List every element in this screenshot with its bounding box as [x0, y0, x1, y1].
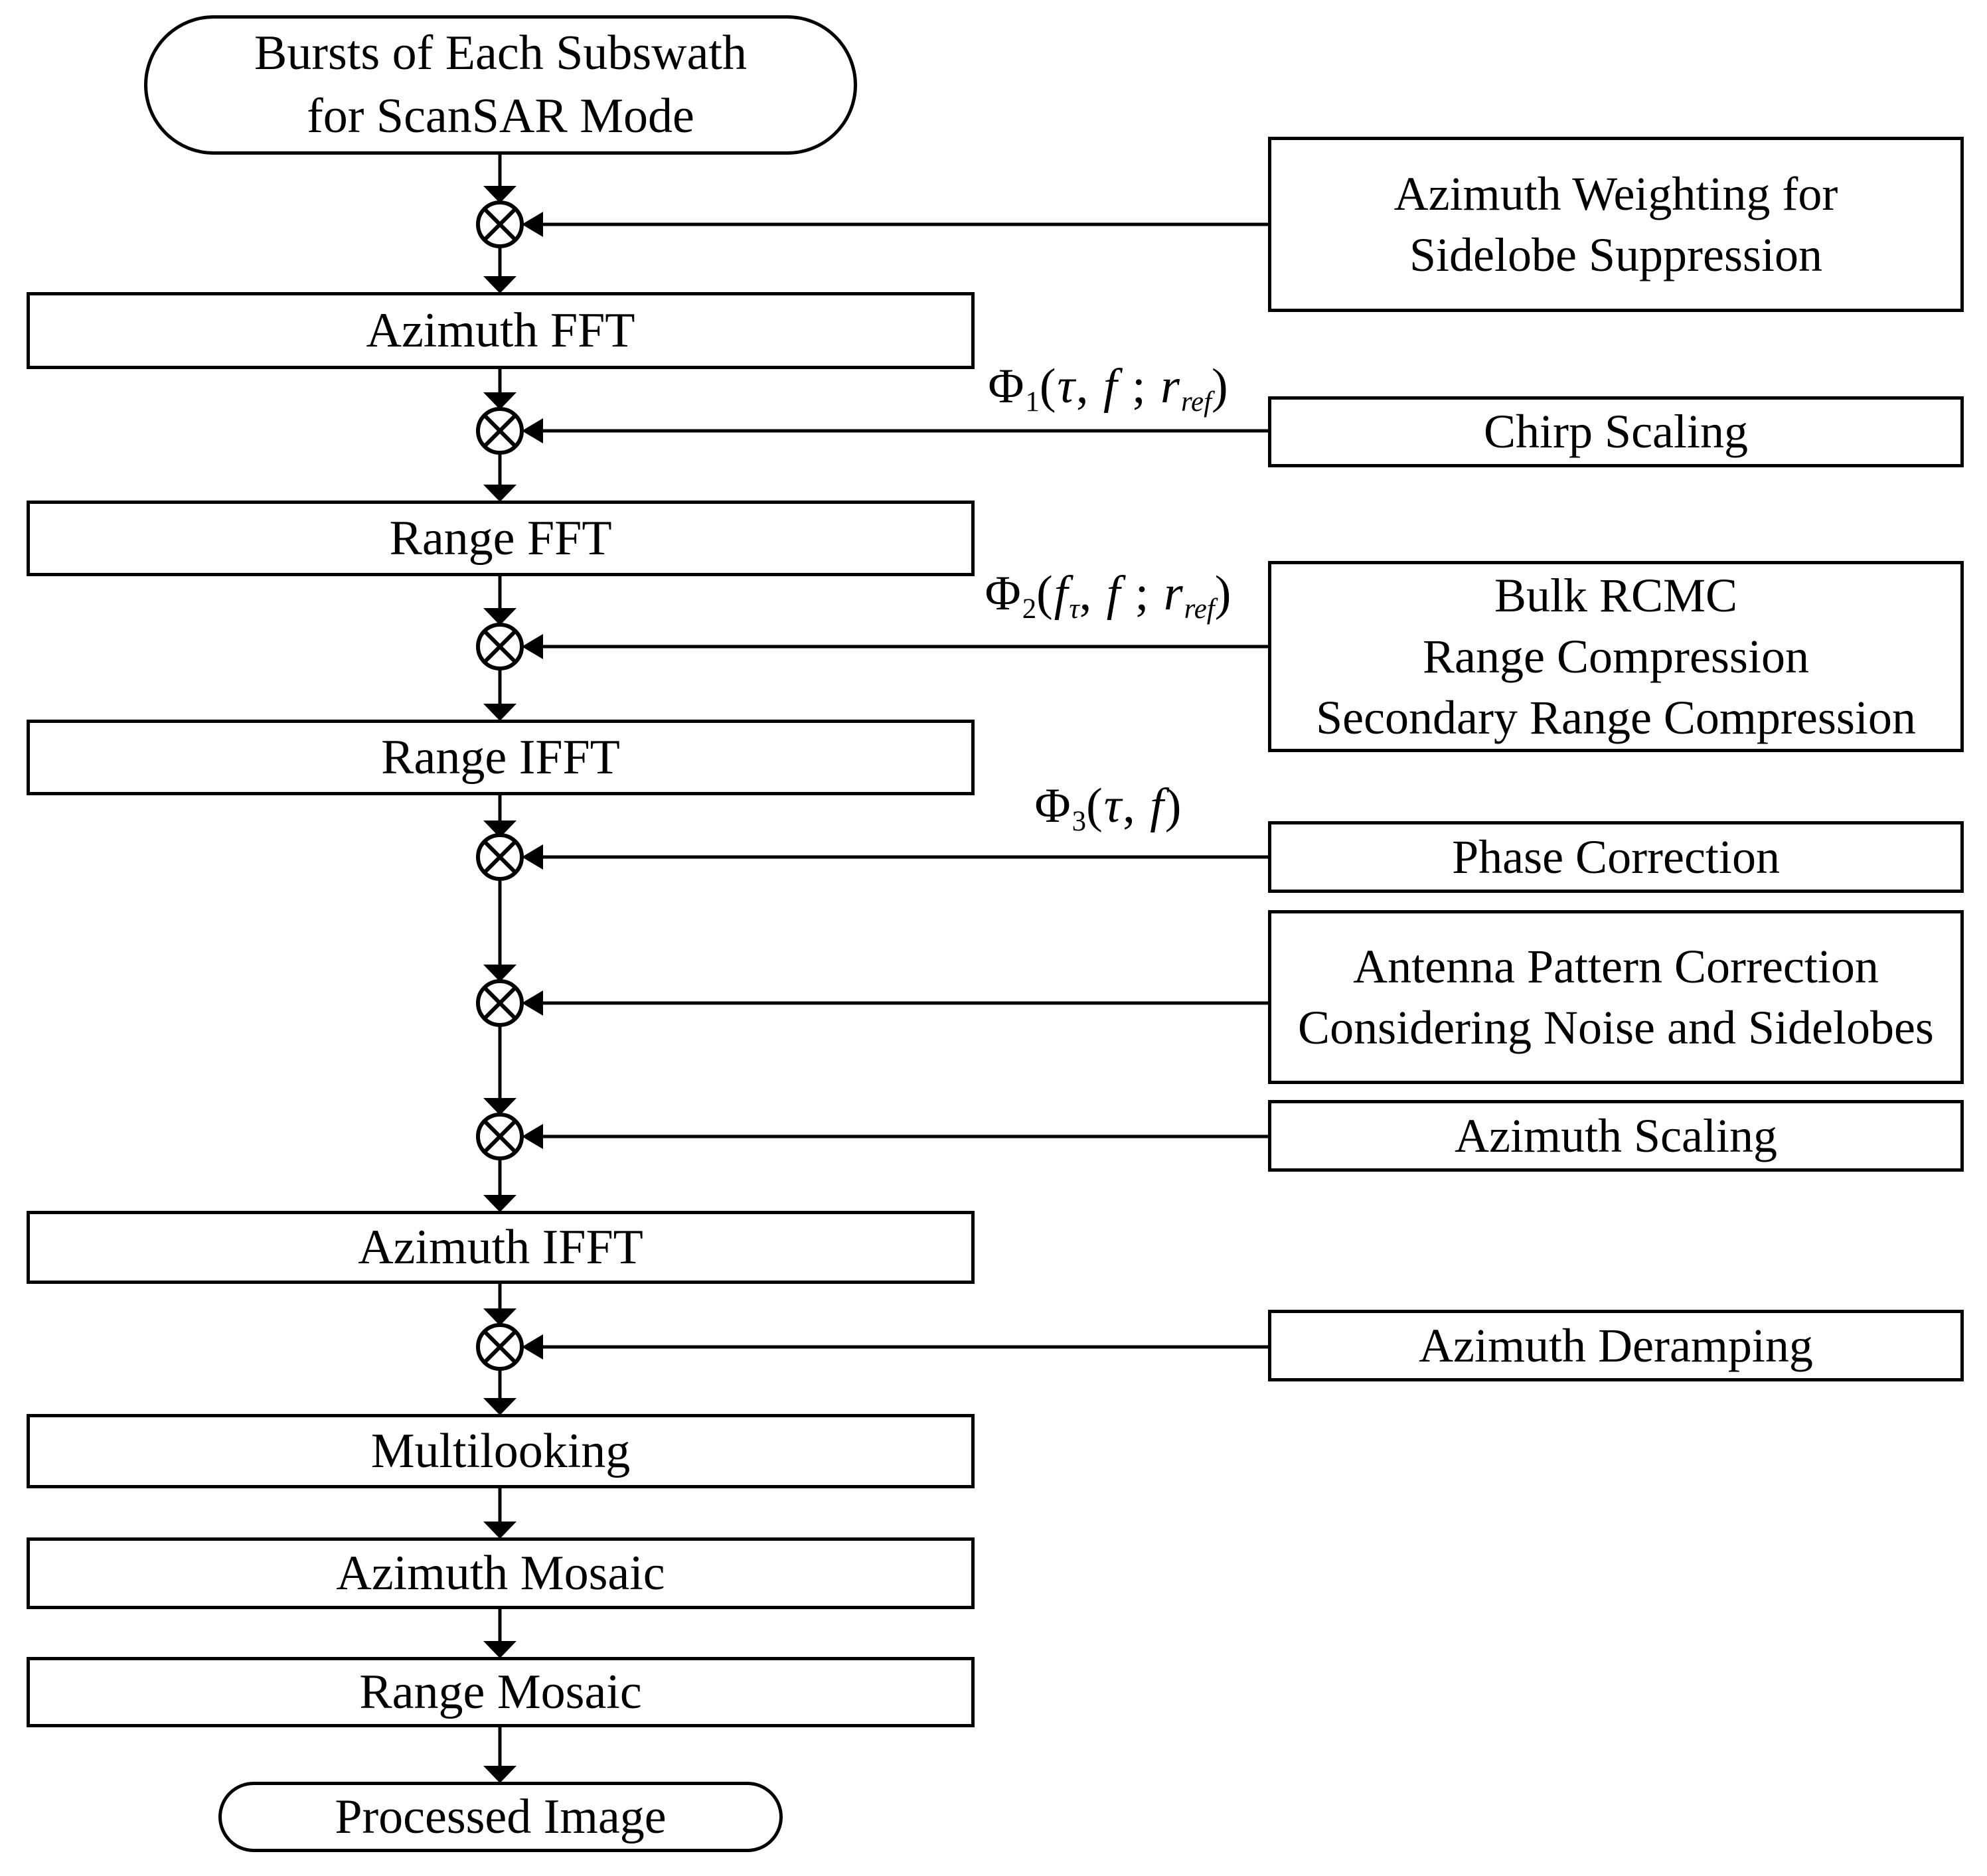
down-arrowhead-icon	[483, 1398, 517, 1415]
multiplier-node-3	[476, 623, 524, 670]
down-arrowhead-icon	[483, 1308, 517, 1326]
multiplier-node-4	[476, 833, 524, 881]
start-terminator: Bursts of Each Subswath for ScanSAR Mode	[144, 15, 857, 155]
input-azimuth-deramping: Azimuth Deramping	[1268, 1310, 1964, 1381]
input-azimuth-scaling: Azimuth Scaling	[1268, 1100, 1964, 1172]
multiplier-cross-icon	[483, 1119, 517, 1154]
down-arrowhead-icon	[483, 965, 517, 982]
multiplier-node-5	[476, 979, 524, 1027]
down-arrowhead-icon	[483, 608, 517, 625]
multiplier-node-2	[476, 407, 524, 455]
multiplier-cross-icon	[483, 414, 517, 448]
left-arrowhead-icon	[522, 634, 543, 659]
formula-phi1: Φ1(τ, f ; rref)	[988, 359, 1230, 418]
multiplier-nodes	[476, 200, 524, 1371]
left-arrowhead-icon	[522, 1124, 543, 1149]
down-arrowhead-icon	[483, 1195, 517, 1212]
input-phase-correction: Phase Correction	[1268, 821, 1964, 893]
step-range-mosaic: Range Mosaic	[27, 1657, 975, 1727]
down-arrowhead-icon	[483, 704, 517, 721]
left-arrowhead-icon	[522, 844, 543, 870]
step-azimuth-ifft: Azimuth IFFT	[27, 1211, 975, 1284]
multiplier-cross-icon	[483, 629, 517, 664]
left-arrowhead-icon	[522, 1334, 543, 1360]
down-arrowhead-icon	[483, 1522, 517, 1539]
down-arrowhead-icon	[483, 1766, 517, 1783]
down-arrowhead-icon	[483, 821, 517, 838]
step-range-ifft: Range IFFT	[27, 720, 975, 795]
down-arrowhead-icon	[483, 392, 517, 410]
step-azimuth-mosaic: Azimuth Mosaic	[27, 1537, 975, 1609]
multiplier-node-6	[476, 1113, 524, 1160]
input-chirp-scaling: Chirp Scaling	[1268, 396, 1964, 467]
multiplier-cross-icon	[483, 207, 517, 242]
left-arrowhead-icon	[522, 990, 543, 1016]
multiplier-cross-icon	[483, 1330, 517, 1364]
multiplier-cross-icon	[483, 986, 517, 1020]
multiplier-cross-icon	[483, 840, 517, 874]
step-range-fft: Range FFT	[27, 501, 975, 576]
input-azimuth-weighting: Azimuth Weighting for Sidelobe Suppressi…	[1268, 137, 1964, 312]
formula-phi3: Φ3(τ, f)	[1034, 779, 1183, 837]
formula-phi2: Φ2(fτ, f ; rref)	[985, 566, 1233, 625]
flow-arrows	[483, 154, 517, 1783]
down-arrowhead-icon	[483, 186, 517, 203]
multiplier-node-7	[476, 1323, 524, 1371]
multiplier-node-1	[476, 200, 524, 248]
end-terminator: Processed Image	[218, 1782, 783, 1852]
down-arrowhead-icon	[483, 485, 517, 502]
step-azimuth-fft: Azimuth FFT	[27, 292, 975, 369]
left-arrowhead-icon	[522, 418, 543, 443]
left-arrowhead-icon	[522, 212, 543, 237]
side-input-connectors	[522, 212, 1271, 1360]
input-bulk-rcmc: Bulk RCMC Range Compression Secondary Ra…	[1268, 561, 1964, 752]
down-arrowhead-icon	[483, 1098, 517, 1115]
down-arrowhead-icon	[483, 1641, 517, 1658]
step-multilooking: Multilooking	[27, 1414, 975, 1488]
down-arrowhead-icon	[483, 276, 517, 293]
input-antenna-pattern-correction: Antenna Pattern Correction Considering N…	[1268, 910, 1964, 1084]
